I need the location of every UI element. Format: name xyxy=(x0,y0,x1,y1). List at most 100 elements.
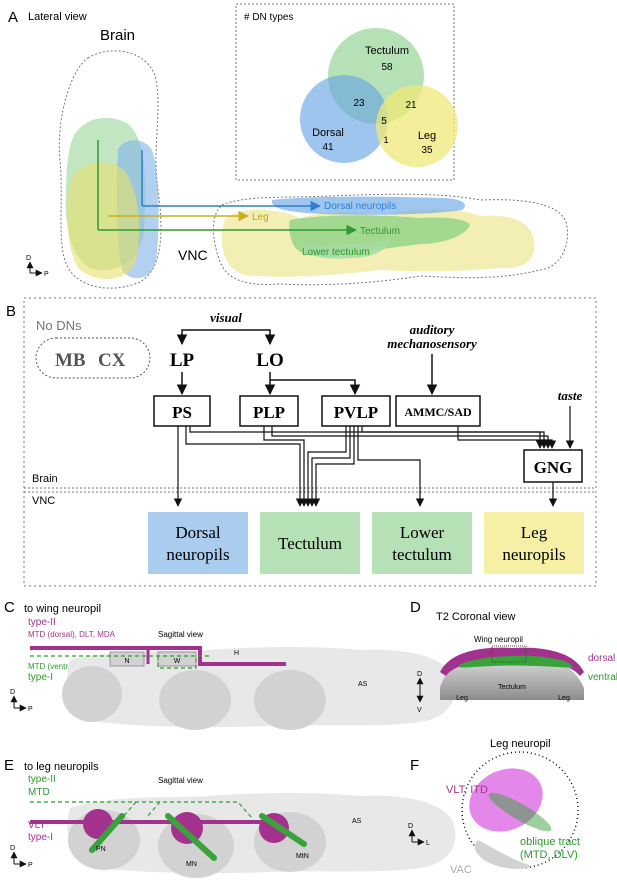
panel-e: E to leg neuropils type-II MTD VLT type-… xyxy=(4,757,456,878)
venn-dorsal-count: 41 xyxy=(322,142,334,153)
panel-c: C to wing neuropil type-II MTD (dorsal),… xyxy=(4,599,456,730)
panel-e-type1: type-I xyxy=(28,832,53,843)
panel-f-title: Leg neuropil xyxy=(490,738,551,750)
mn-oblique xyxy=(165,813,217,861)
type1-tract xyxy=(30,655,210,669)
panel-a: A Lateral view Brain Leg Dorsal neuropil… xyxy=(8,3,568,289)
target-dorsal-box xyxy=(148,512,248,574)
d-axis-d: D xyxy=(417,671,422,678)
target-lower-tectulum-box xyxy=(372,512,472,574)
panel-c-mtd-ventral: MTD (ventral) xyxy=(28,662,77,671)
venn-tectulum-count: 58 xyxy=(381,62,393,73)
pn-lobe xyxy=(62,666,122,722)
venn-all-three: 5 xyxy=(381,116,387,127)
pvlp-box xyxy=(321,395,391,427)
pvlp-label: PVLP xyxy=(334,403,378,422)
panel-d-label: D xyxy=(410,599,421,616)
venn-dorsal-leg: 1 xyxy=(383,135,388,145)
target-tectulum-box xyxy=(260,512,360,574)
panel-e-vlt: VLT xyxy=(28,820,46,831)
vlt-itd-label: VLT, ITD xyxy=(446,784,488,796)
leg-neuropil-outline xyxy=(461,751,579,869)
panel-e-title: to leg neuropils xyxy=(24,761,99,773)
lateral-view-label: Lateral view xyxy=(28,11,87,23)
panel-b: B Brain VNC No DNs MB CX visual LP LO au… xyxy=(6,297,597,587)
panel-c-sagittal: Sagittal view xyxy=(158,630,203,639)
venn-dorsal-tectulum: 23 xyxy=(353,98,365,109)
gng-label: GNG xyxy=(534,458,573,477)
tectulum-arrow-label: Tectulum xyxy=(360,226,400,237)
axis-d-label: D xyxy=(26,255,31,262)
brain-label: Brain xyxy=(100,27,135,44)
pn-oblique xyxy=(89,813,125,853)
coronal-leg-right: Leg xyxy=(558,695,570,702)
w-label: W xyxy=(174,658,181,665)
panel-b-label: B xyxy=(6,303,16,320)
lo-to-pvlp xyxy=(270,379,361,396)
target-tectulum-line1: Tectulum xyxy=(278,534,342,553)
mn-label: MN xyxy=(186,861,197,868)
e-axis-p: P xyxy=(28,862,33,869)
mtn-lobe xyxy=(254,670,326,730)
panel-c-title: to wing neuropil xyxy=(24,603,101,615)
coronal-dorsal-band xyxy=(440,647,584,676)
panel-c-mtd-dorsal: MTD (dorsal), DLT, MDA xyxy=(28,630,116,639)
venn-dorsal-name: Dorsal xyxy=(312,127,344,139)
ammc-label: AMMC/SAD xyxy=(404,405,472,419)
venn-box xyxy=(235,3,455,181)
target-leg-line1: Leg xyxy=(521,523,548,542)
coronal-tectulum: Tectulum xyxy=(498,684,526,691)
c-as-label: AS xyxy=(358,681,368,688)
lp-label: LP xyxy=(170,350,195,371)
plp-box xyxy=(239,395,299,427)
axis-p-label: P xyxy=(44,271,49,278)
leg-arrow-label: Leg xyxy=(252,212,269,223)
target-dorsal-line2: neuropils xyxy=(166,545,229,564)
brain-leg-region xyxy=(67,162,140,279)
panel-e-type2: type-II xyxy=(28,774,56,785)
wing-neuropil-box xyxy=(491,645,527,663)
brain-section-label: Brain xyxy=(32,473,58,485)
oblique-tract-line1: oblique tract xyxy=(520,836,580,848)
panel-e-label: E xyxy=(4,757,14,774)
mtn-oblique xyxy=(259,813,307,847)
panel-a-label: A xyxy=(8,9,18,26)
target-leg-line2: neuropils xyxy=(502,545,565,564)
mtn-label: MtN xyxy=(296,853,309,860)
lo-label: LO xyxy=(256,350,283,371)
taste-label: taste xyxy=(558,388,583,403)
panel-d-title: T2 Coronal view xyxy=(436,611,516,623)
wing-neuropil-label: Wing neuropil xyxy=(474,635,523,644)
f-axis-d: D xyxy=(408,823,413,830)
oblique-tract-line2: (MTD, DLV) xyxy=(520,849,578,861)
oblique-tract-region xyxy=(488,792,552,832)
vnc-section-label: VNC xyxy=(32,495,55,507)
target-lower-line2: tectulum xyxy=(392,545,451,564)
target-leg-box xyxy=(484,512,584,574)
c-axis-d: D xyxy=(10,689,15,696)
pn-label: PN xyxy=(96,846,106,853)
panel-e-sagittal: Sagittal view xyxy=(158,776,203,785)
venn-tectulum-name: Tectulum xyxy=(365,45,409,57)
venn-tectulum-leg: 21 xyxy=(405,100,417,111)
n-label: N xyxy=(124,658,129,665)
ammc-box xyxy=(395,395,481,427)
cx-label: CX xyxy=(98,350,126,371)
mn-lobe xyxy=(159,670,231,730)
vac-region xyxy=(474,840,532,869)
venn-leg-count: 35 xyxy=(421,145,433,156)
pathway-lines xyxy=(173,406,575,507)
venn-title: # DN types xyxy=(244,12,293,23)
plp-label: PLP xyxy=(253,403,285,422)
vac-label: VAC xyxy=(450,864,472,876)
ps-box xyxy=(153,395,211,427)
no-dns-label: No DNs xyxy=(36,318,82,333)
panel-f-label: F xyxy=(410,757,419,774)
target-dorsal-line1: Dorsal xyxy=(175,523,221,542)
dorsal-neuropils-label: Dorsal neuropils xyxy=(324,201,396,212)
e-axis-d: D xyxy=(10,845,15,852)
venn-dorsal-circle xyxy=(300,75,388,163)
ps-label: PS xyxy=(172,403,192,422)
auditory-label: auditory xyxy=(410,322,455,337)
